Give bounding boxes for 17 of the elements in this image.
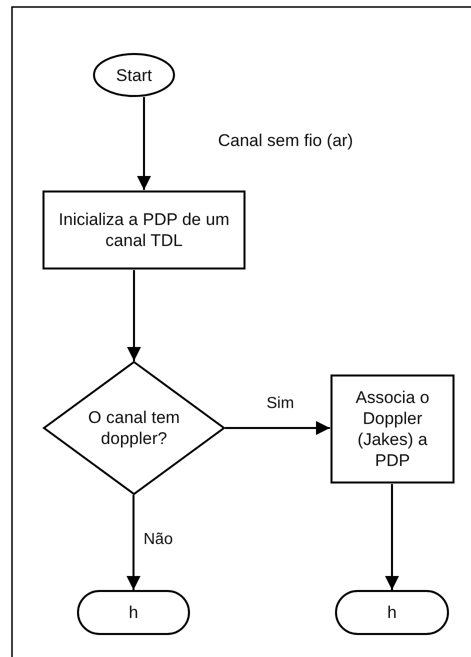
arrow	[126, 495, 140, 590]
node-text: h	[387, 602, 397, 623]
node-text: O canal tem doppler?	[87, 407, 181, 449]
arrow	[127, 270, 141, 361]
node-text: h	[128, 602, 138, 623]
process-box	[330, 374, 455, 484]
node-text: Start	[116, 64, 152, 86]
arrow	[385, 484, 399, 590]
start-terminal	[93, 53, 175, 97]
arrow	[137, 97, 151, 190]
decision-diamond	[43, 361, 225, 495]
end-terminal	[335, 590, 449, 635]
node-text: Associa o Doppler (Jakes) a PDP	[354, 387, 430, 471]
process-box	[42, 190, 246, 270]
end-terminal	[77, 590, 190, 635]
arrow	[225, 421, 330, 435]
node-text: Inicializa a PDP de um canal TDL	[58, 209, 230, 251]
